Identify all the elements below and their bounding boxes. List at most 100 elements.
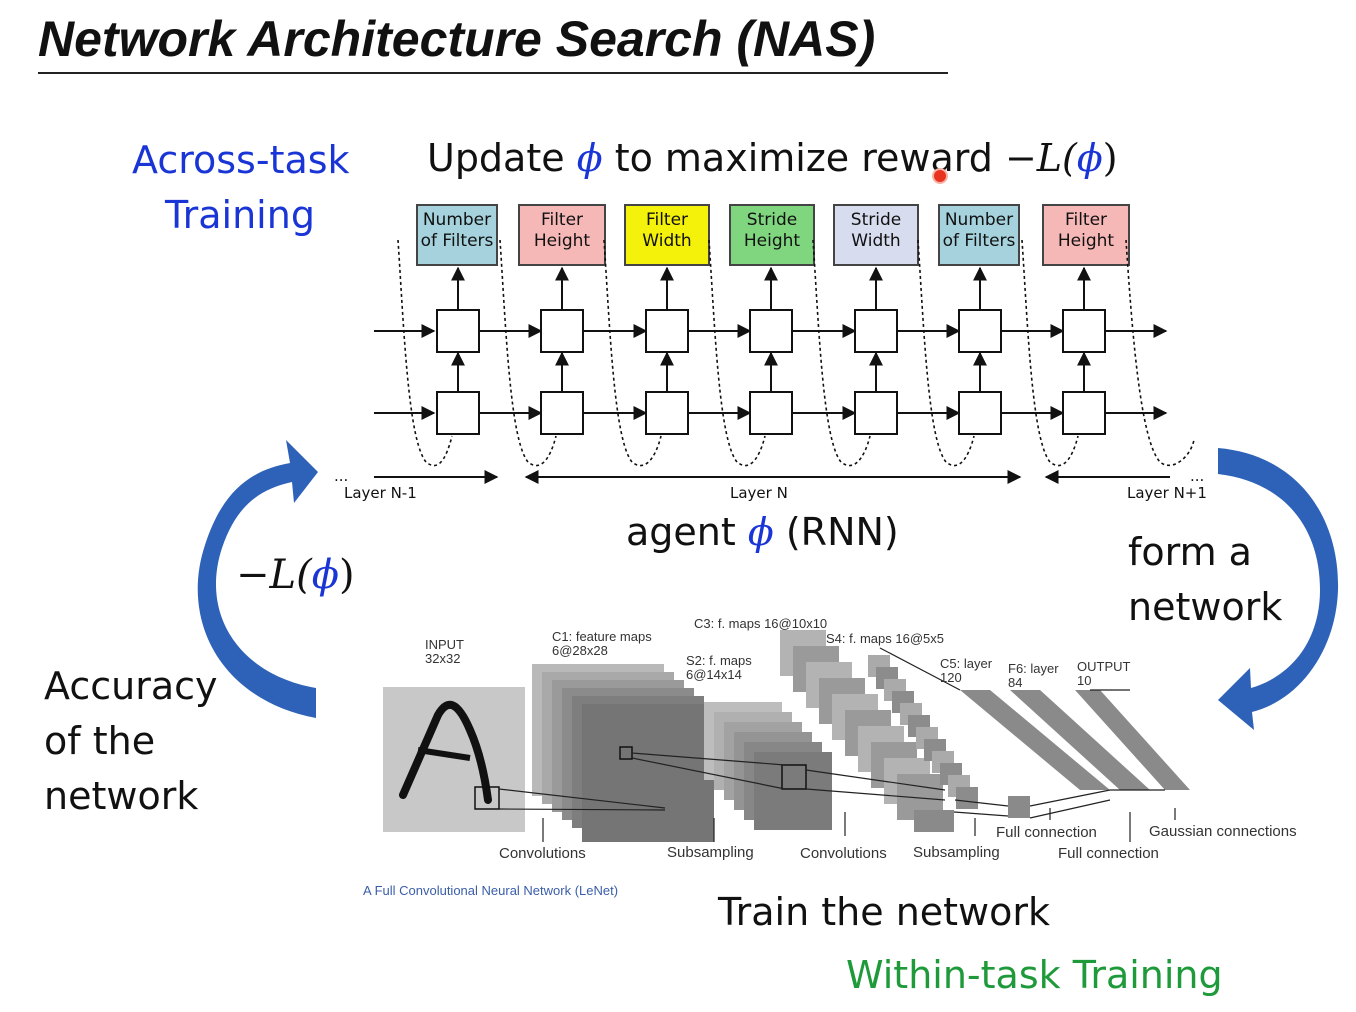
rnn-cell-top (854, 309, 898, 353)
rnn-cell-top (1062, 309, 1106, 353)
lenet-label: 6@28x28 (552, 643, 608, 658)
rnn-cell-bottom (749, 391, 793, 435)
slide-title: Network Architecture Search (NAS) (38, 11, 876, 67)
feedback-arrow (197, 440, 318, 718)
feedback-loss: −L(ϕ) (236, 552, 355, 598)
lenet-c3-label: C3: f. maps 16@10x10 (694, 616, 828, 631)
rnn-cell-top (958, 309, 1002, 353)
box-label: Width (851, 231, 901, 251)
rnn-cells (397, 239, 1195, 467)
box-label: Number (944, 210, 1014, 230)
agent-label: agent ϕ (RNN) (626, 510, 899, 554)
agent-post: (RNN) (773, 510, 899, 554)
rnn-cell-bottom (958, 391, 1002, 435)
accuracy-line3: network (44, 774, 199, 818)
lenet-label: 6@14x14 (686, 667, 742, 682)
lenet-label: 10 (1077, 673, 1092, 688)
layer-cur-label: Layer N (730, 484, 788, 502)
form-line2: network (1128, 585, 1283, 629)
rnn-cell-bottom (645, 391, 689, 435)
layer-next-label: Layer N+1 (1127, 484, 1207, 502)
lenet-label: 32x32 (425, 651, 461, 666)
box-label: Width (642, 231, 692, 251)
across-task-line2: Training (165, 193, 315, 237)
box-label: of Filters (420, 231, 494, 251)
pointer-dot (932, 168, 948, 184)
title-underline (38, 72, 948, 74)
rnn-cell-bottom (1062, 391, 1106, 435)
rnn-cell-bottom (854, 391, 898, 435)
train-label: Train the network (718, 890, 1051, 934)
box-label: Filter (645, 210, 689, 230)
box-label: of Filters (942, 231, 1016, 251)
rnn-cell-bottom (540, 391, 584, 435)
update-heading: Update ϕ to maximize reward −L(ϕ) (427, 136, 1118, 180)
lenet-full2: Full connection (1058, 845, 1159, 862)
rnn-cell-top (645, 309, 689, 353)
lenet-caption: A Full Convolutional Neural Network (LeN… (363, 883, 619, 898)
lenet-label: F6: layer (1008, 661, 1059, 676)
form-line1: form a (1128, 530, 1252, 574)
lenet-figure (383, 630, 1190, 842)
box-label: Filter (1064, 210, 1108, 230)
layer-prev-label: Layer N-1 (344, 484, 417, 502)
ellipsis-left: ... (334, 467, 349, 485)
loss-close: ) (1102, 136, 1118, 180)
lenet-sub1: Subsampling (667, 844, 754, 861)
box-label: Height (1057, 231, 1115, 251)
loss-close: ) (338, 552, 355, 598)
across-task-line1: Across-task (132, 138, 350, 182)
phi-symbol: ϕ (311, 552, 339, 598)
loss-open: −L( (1004, 136, 1077, 180)
box-label: Number (422, 210, 492, 230)
box-label: Height (533, 231, 591, 251)
s4-feature-map (956, 787, 978, 809)
box-label: Stride (850, 210, 902, 230)
lenet-conv1: Convolutions (499, 845, 586, 862)
lenet-label: 120 (940, 670, 962, 685)
rnn-cell-top (540, 309, 584, 353)
lenet-gauss: Gaussian connections (1149, 823, 1297, 840)
form-network-arrow (1218, 448, 1339, 730)
lenet-label: C5: layer (940, 656, 993, 671)
lenet-full1: Full connection (996, 824, 1097, 841)
lenet-label: C1: feature maps (552, 629, 652, 644)
phi-symbol: ϕ (747, 510, 774, 554)
within-task-label: Within-task Training (846, 953, 1223, 997)
box-label: Filter (540, 210, 584, 230)
phi-symbol: ϕ (576, 136, 603, 180)
lenet-conv2: Convolutions (800, 845, 887, 862)
box-label: Height (743, 231, 801, 251)
update-pre: Update (427, 136, 577, 180)
rnn-cell-top (436, 309, 480, 353)
lenet-s4-label: S4: f. maps 16@5x5 (826, 631, 944, 646)
box-label: Stride (746, 210, 798, 230)
update-mid: to maximize reward (602, 136, 1005, 180)
rnn-cell-bottom (436, 391, 480, 435)
lenet-label: INPUT (425, 637, 464, 652)
lenet-label: OUTPUT (1077, 659, 1131, 674)
accuracy-line1: Accuracy (44, 664, 218, 708)
lenet-sub2: Subsampling (913, 844, 1000, 861)
lenet-label: 84 (1008, 675, 1023, 690)
rnn-feedback-dotted (1125, 239, 1195, 467)
ellipsis-right: ... (1190, 467, 1205, 485)
agent-pre: agent (626, 510, 748, 554)
loss-open: −L( (236, 552, 312, 598)
accuracy-line2: of the (44, 719, 156, 763)
lenet-label: S2: f. maps (686, 653, 752, 668)
rnn-cell-top (749, 309, 793, 353)
